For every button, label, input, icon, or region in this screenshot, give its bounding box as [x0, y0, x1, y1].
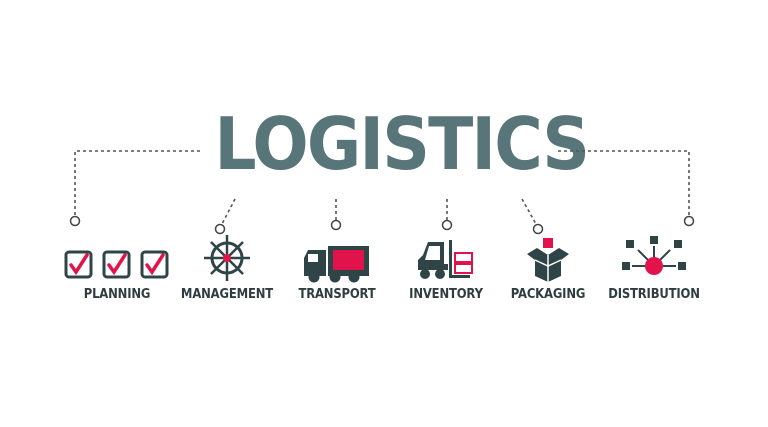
checkbox-checked-icon [64, 250, 169, 279]
label-inventory: INVENTORY [409, 286, 483, 302]
diagram-title: LOGISTICS [214, 102, 590, 186]
open-box-icon [527, 238, 569, 282]
packaging-connector [521, 198, 537, 225]
inventory-node [441, 219, 453, 231]
label-packaging: PACKAGING [510, 286, 586, 302]
distribution-node [683, 215, 695, 227]
packaging-node [532, 223, 544, 235]
label-distribution: DISTRIBUTION [608, 286, 700, 302]
planning-node [69, 215, 81, 227]
label-transport: TRANSPORT [298, 286, 376, 302]
label-planning: PLANNING [83, 286, 151, 302]
forklift-icon [418, 240, 473, 279]
truck-icon [304, 246, 369, 283]
label-management: MANAGEMENT [180, 286, 274, 302]
network-hub-icon [622, 236, 686, 275]
transport-node [330, 219, 342, 231]
planning-connector [74, 150, 200, 216]
ship-wheel-icon [204, 235, 250, 281]
management-node [214, 223, 226, 235]
distribution-connector [558, 150, 690, 216]
management-connector [221, 198, 236, 225]
